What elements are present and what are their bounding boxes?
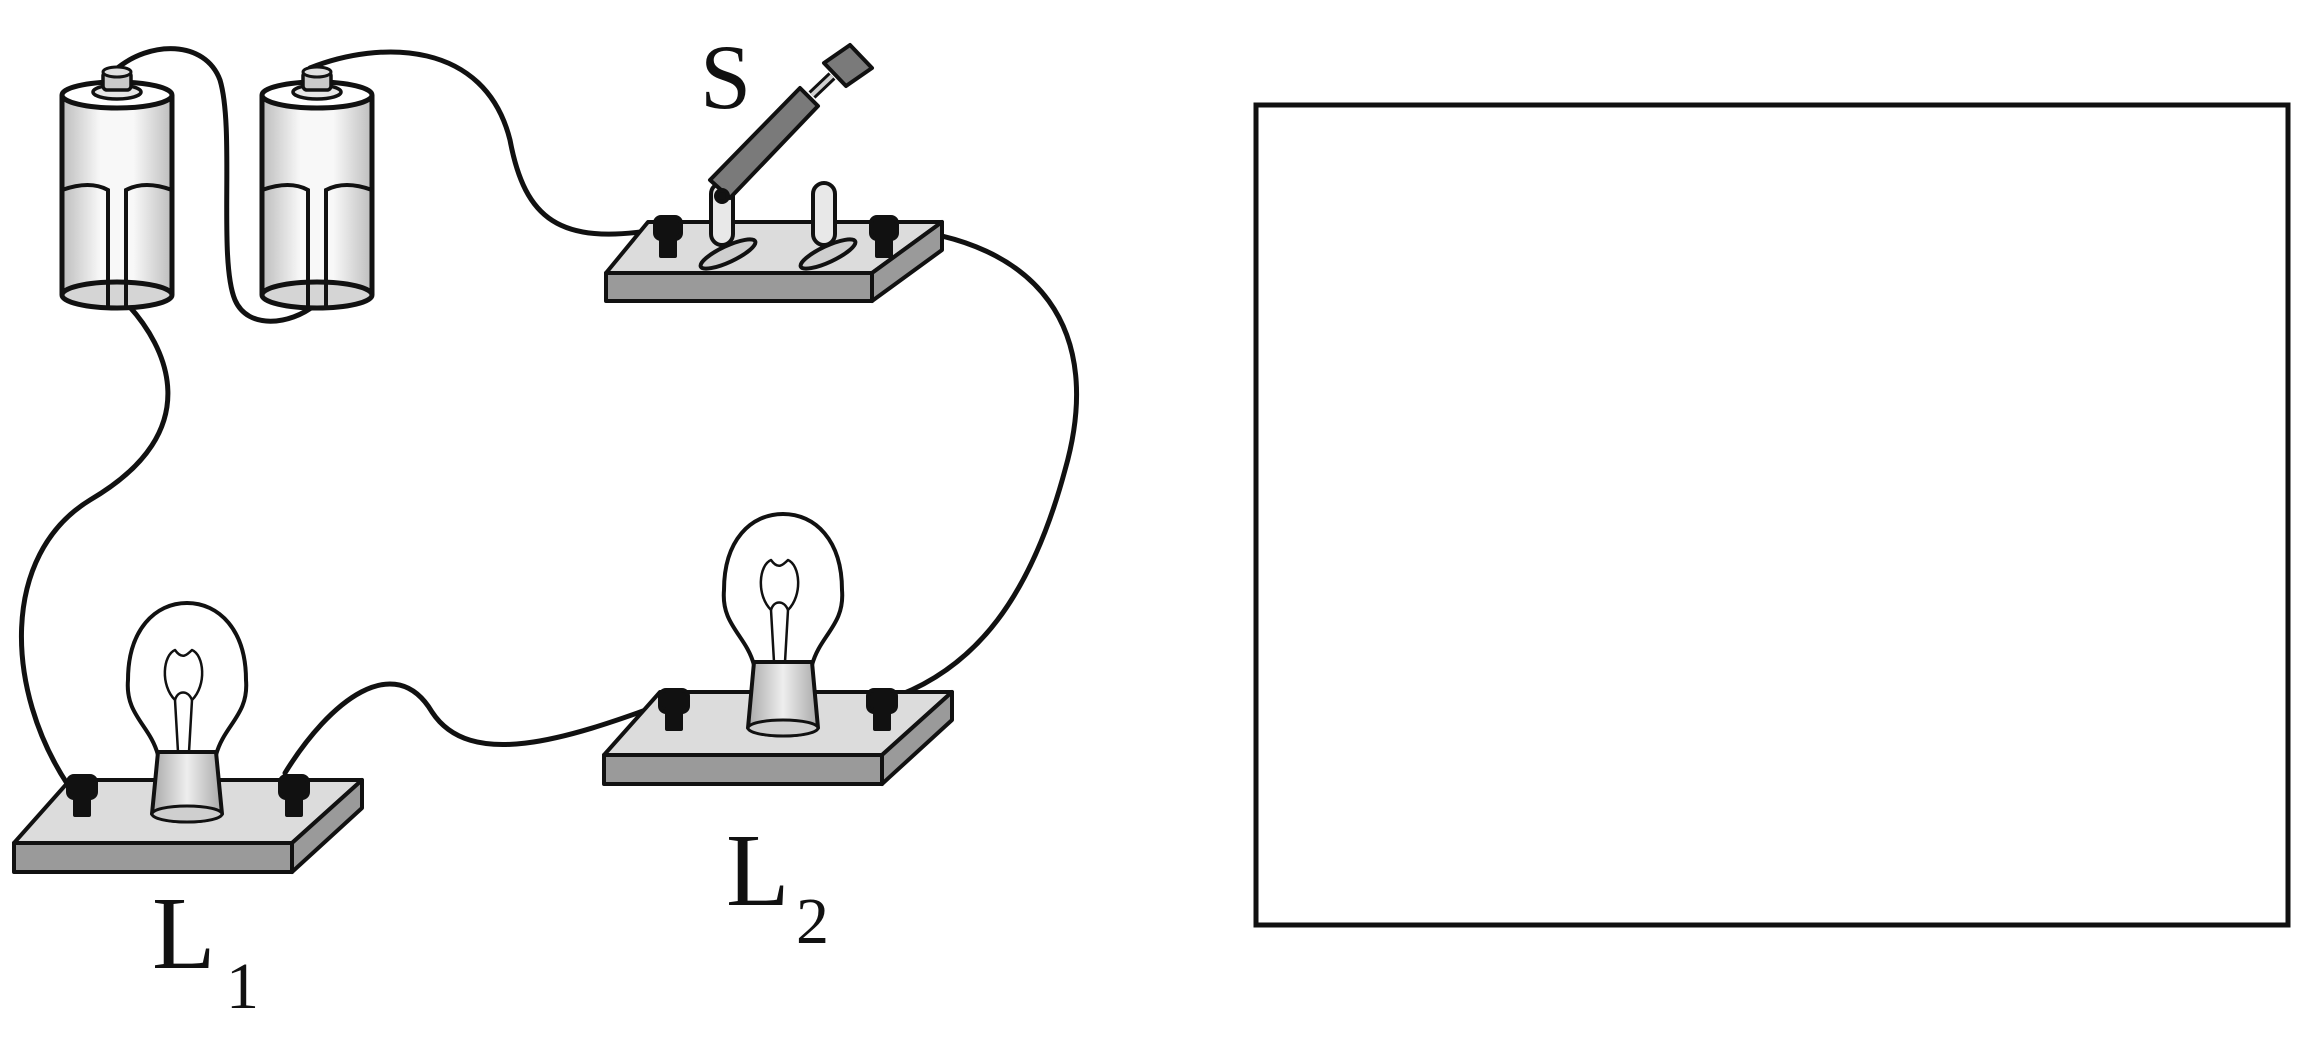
lamp2-base-front [602, 753, 884, 786]
lamp2-terminal-left [658, 688, 690, 731]
lamp1-bulb-glass [125, 601, 249, 757]
lamp1-filament [163, 648, 204, 753]
switch-terminal-right [869, 215, 899, 258]
wire-battery1-lamp1 [18, 302, 171, 788]
label-switch-s: S [700, 26, 751, 128]
lamp1-base-front [12, 841, 294, 874]
wire-battery1-battery2 [112, 46, 318, 324]
lamp-l2 [602, 512, 954, 786]
switch-s [604, 43, 944, 303]
wires [18, 46, 1080, 788]
lamp1-terminal-left [66, 774, 98, 817]
label-l2: L 2 [726, 813, 829, 958]
label-l1-subscript: 1 [226, 950, 259, 1023]
label-l1-main: L [152, 876, 216, 991]
label-l2-subscript: 2 [796, 885, 829, 958]
battery-1 [59, 65, 175, 311]
label-l2-main: L [726, 813, 790, 928]
lamp2-base-side [880, 690, 954, 786]
lamp2-bulb-glass [721, 512, 845, 667]
switch-base-front [604, 271, 874, 303]
wire-switch-lamp2 [887, 225, 1080, 698]
battery-2 [259, 65, 375, 311]
lamp2-terminal-right [866, 688, 898, 731]
switch-terminal-left [653, 215, 683, 258]
wire-lamp1-lamp2 [282, 681, 668, 776]
lamp2-filament [759, 558, 800, 663]
label-l1: L 1 [152, 876, 259, 1023]
circuit-diagram-answer-box [1253, 102, 2291, 928]
lamp1-terminal-right [278, 774, 310, 817]
lamp-l1 [12, 601, 364, 874]
switch-handle [822, 43, 874, 88]
switch-base-side [870, 220, 944, 303]
wire-battery2-switch [307, 49, 658, 237]
lamp1-base-side [290, 778, 364, 874]
